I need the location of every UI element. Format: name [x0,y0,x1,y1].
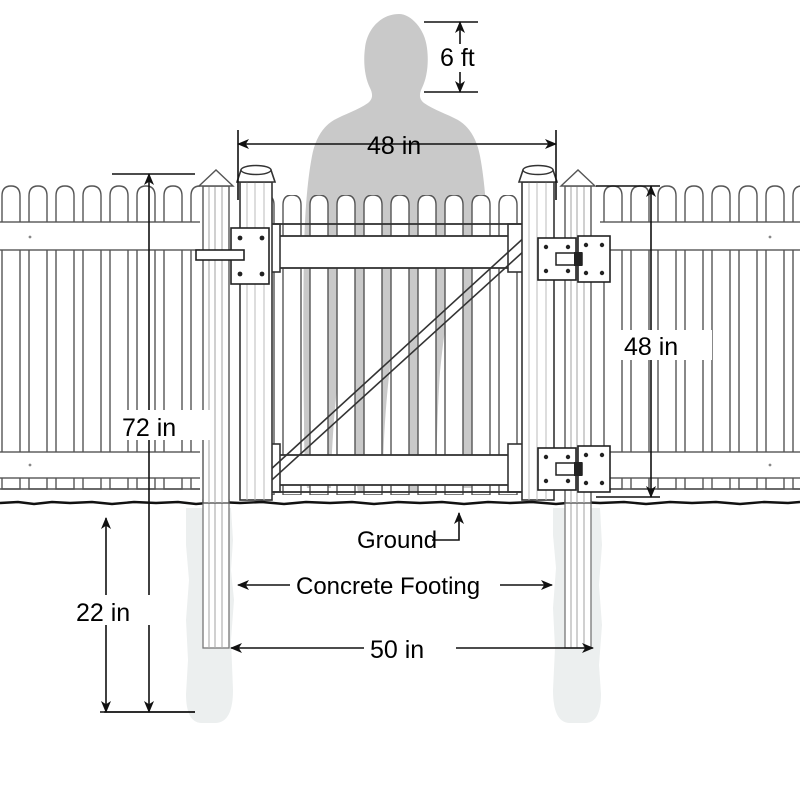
dimension-label-gate-width: 48 in [367,132,421,160]
callout-label-concrete-footing: Concrete Footing [296,573,480,600]
callout-label-ground: Ground [357,527,437,554]
dimension-label-post-above-grade: 72 in [122,414,176,442]
callout-ground: Ground [357,512,464,554]
dimension-gate-height: 48 in [596,185,712,498]
gate-hinge-top[interactable] [537,235,611,283]
dimension-label-footing-depth: 22 in [76,599,130,627]
dimension-label-post-spacing: 50 in [370,636,424,664]
dimension-footing-depth: 22 in [72,517,195,713]
dimension-gate-width: 48 in [237,130,557,200]
ground-line [0,500,800,506]
dimension-person-head-clearance: 6 ft [424,21,492,93]
gate-latch[interactable] [195,227,270,285]
fence-section-left [0,185,200,490]
latch-post [235,164,277,501]
hinge-post [517,164,559,501]
gate-post-left-below-grade [202,499,230,649]
gate-leaf [244,195,537,500]
gate-post-left [197,169,235,504]
dimension-post-spacing: 50 in [230,632,594,664]
gate-post-right-below-grade [564,499,592,649]
callout-concrete-footing: Concrete Footing [237,573,553,600]
dimension-label-gate-height: 48 in [624,333,678,361]
dimension-label-6ft: 6 ft [440,44,475,72]
gate-hinge-bottom[interactable] [537,445,611,493]
